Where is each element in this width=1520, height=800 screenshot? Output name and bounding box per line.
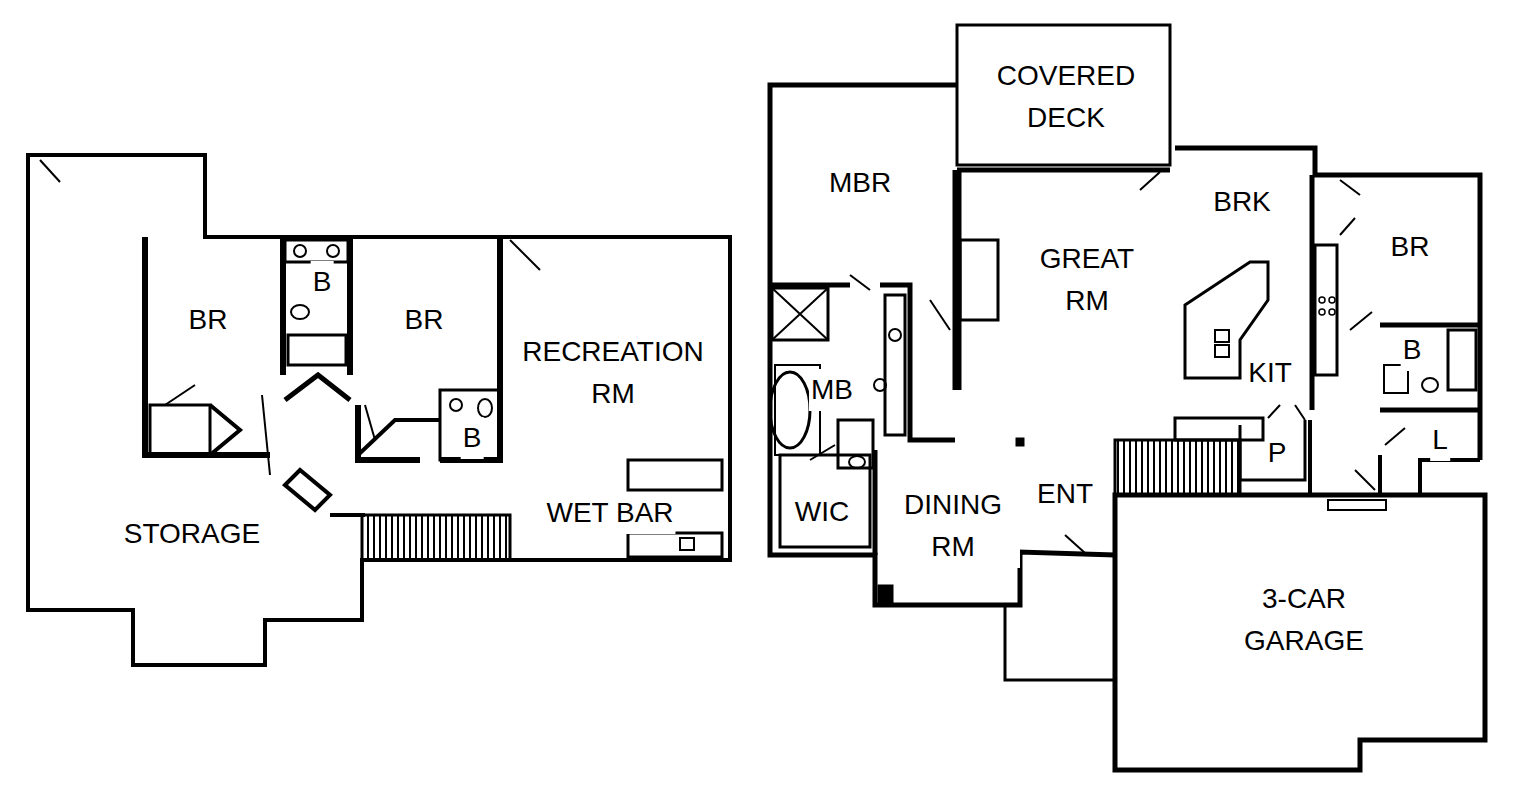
room-label: B bbox=[311, 261, 334, 303]
shower bbox=[772, 288, 828, 340]
room-label: DINING RM bbox=[886, 484, 1020, 568]
sink bbox=[327, 245, 339, 257]
exterior-wall bbox=[28, 155, 730, 665]
room-label: BRK bbox=[1211, 181, 1273, 223]
room-label: RECREATION RM bbox=[504, 331, 723, 415]
door-swing bbox=[1350, 312, 1372, 330]
cooktop bbox=[1329, 297, 1335, 303]
cooktop bbox=[1319, 309, 1325, 315]
sink bbox=[1215, 330, 1229, 342]
door-swing bbox=[810, 445, 835, 460]
stairs bbox=[362, 515, 510, 560]
room-label: MB bbox=[809, 369, 855, 411]
interior-wall bbox=[1310, 420, 1480, 495]
column bbox=[878, 585, 893, 605]
bar-counter bbox=[628, 460, 722, 490]
main-level bbox=[770, 25, 1485, 770]
door-swing bbox=[930, 300, 950, 330]
covered-deck bbox=[957, 25, 1170, 165]
interior-wall bbox=[873, 450, 878, 555]
sink bbox=[1215, 345, 1229, 357]
stairs bbox=[1115, 440, 1240, 495]
fireplace bbox=[960, 240, 998, 320]
interior-wall bbox=[283, 237, 350, 375]
door-swing bbox=[285, 375, 350, 400]
door-swing bbox=[262, 395, 270, 475]
counter bbox=[1315, 245, 1337, 375]
room-label: BR bbox=[1389, 226, 1432, 268]
bathtub bbox=[288, 335, 346, 365]
door-swing bbox=[510, 240, 540, 270]
room-label: B bbox=[461, 417, 484, 459]
garage-wall bbox=[1115, 495, 1485, 770]
room-label: L bbox=[1430, 419, 1450, 461]
interior-wall bbox=[1380, 325, 1480, 410]
room-label: KIT bbox=[1246, 352, 1294, 394]
bathroom bbox=[440, 390, 500, 460]
door-swing bbox=[1355, 470, 1375, 490]
closet bbox=[150, 405, 210, 455]
lower-level bbox=[28, 155, 730, 665]
toilet bbox=[1422, 378, 1438, 392]
counter bbox=[1175, 418, 1263, 440]
door-swing bbox=[1340, 180, 1360, 195]
room-label: MBR bbox=[827, 162, 893, 204]
room-label: BR bbox=[187, 299, 230, 341]
cooktop bbox=[1319, 297, 1325, 303]
exterior-wall bbox=[770, 85, 1115, 605]
column bbox=[1016, 438, 1024, 446]
shower bbox=[772, 288, 828, 340]
door-swing bbox=[1340, 218, 1355, 235]
step bbox=[1328, 500, 1386, 510]
interior-wall bbox=[770, 285, 955, 440]
door-swing bbox=[1268, 405, 1280, 418]
sink bbox=[889, 329, 901, 341]
room-label: WIC bbox=[793, 491, 851, 533]
bar-counter bbox=[628, 533, 722, 557]
sink bbox=[294, 245, 306, 257]
exterior-wall bbox=[957, 148, 1480, 460]
room-label: STORAGE bbox=[122, 513, 262, 555]
room-label: COVERED DECK bbox=[982, 55, 1151, 139]
door-swing bbox=[1295, 405, 1305, 420]
room-label: BR bbox=[403, 299, 446, 341]
water-heater bbox=[285, 470, 330, 510]
room-label: P bbox=[1266, 432, 1289, 474]
closet-door bbox=[210, 405, 240, 455]
vanity bbox=[885, 295, 905, 435]
door-swing bbox=[1140, 172, 1160, 190]
toilet bbox=[291, 305, 309, 319]
interior-wall bbox=[145, 237, 270, 455]
room-label: 3-CAR GARAGE bbox=[1220, 578, 1389, 662]
toilet bbox=[478, 399, 492, 417]
interior-wall bbox=[358, 237, 500, 460]
interior-wall bbox=[330, 513, 365, 517]
door-swing bbox=[1065, 535, 1085, 553]
bathtub bbox=[1448, 330, 1476, 390]
vanity bbox=[285, 240, 348, 262]
door-swing bbox=[1385, 428, 1405, 445]
toilet bbox=[849, 456, 865, 468]
room-label: ENT bbox=[1035, 473, 1095, 515]
room-label: WET BAR bbox=[544, 492, 675, 534]
room-label: GREAT RM bbox=[1028, 238, 1147, 322]
cooktop bbox=[1329, 309, 1335, 315]
walk-in-closet bbox=[780, 455, 870, 547]
sink bbox=[450, 399, 462, 411]
door-swing bbox=[850, 275, 870, 290]
sink bbox=[874, 379, 886, 391]
door-swing bbox=[40, 160, 60, 182]
pantry bbox=[1240, 420, 1305, 480]
door-swing bbox=[365, 405, 375, 440]
toilet-room bbox=[838, 420, 873, 468]
room-label: B bbox=[1401, 329, 1424, 371]
bar-sink bbox=[680, 538, 694, 550]
door-swing bbox=[165, 385, 195, 405]
porch bbox=[1005, 605, 1115, 680]
